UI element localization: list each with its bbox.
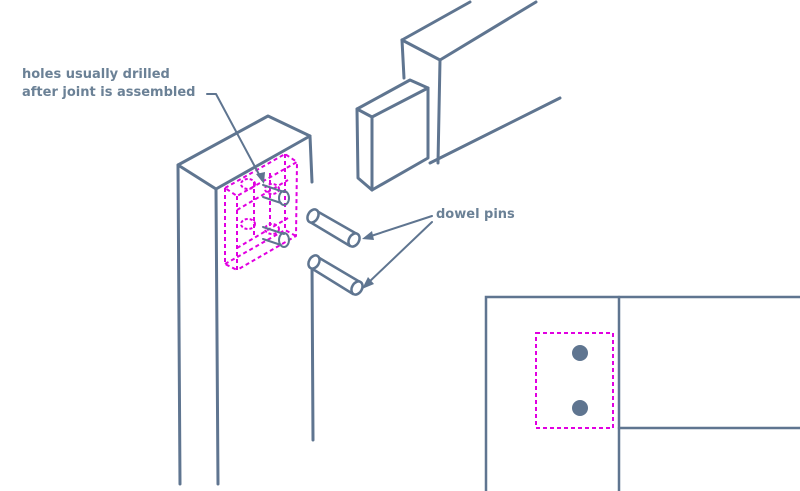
hole-lower-left bbox=[240, 218, 256, 230]
leader-lines bbox=[206, 93, 433, 284]
drilled-holes bbox=[240, 178, 280, 235]
hole-lower-right bbox=[264, 223, 280, 235]
hole-upper-right bbox=[264, 183, 280, 195]
dowel-leader-lower bbox=[367, 221, 433, 284]
dowel-pin-lower bbox=[307, 254, 364, 296]
tenon bbox=[355, 78, 430, 192]
dowel-leader-upper bbox=[367, 215, 433, 238]
dowel-pins-label: dowel pins bbox=[436, 207, 515, 222]
front-view bbox=[484, 295, 800, 491]
front-view-dowel-lower bbox=[572, 400, 588, 416]
hole-upper-left bbox=[240, 178, 256, 190]
holes-leader bbox=[206, 93, 263, 181]
dowel-pin-upper bbox=[306, 208, 361, 248]
leader-arrowheads bbox=[256, 172, 374, 289]
mortise-outline bbox=[224, 153, 298, 271]
front-view-mortise bbox=[535, 332, 614, 429]
arrowhead-dowel-upper bbox=[362, 231, 374, 240]
front-view-dowel-upper bbox=[572, 345, 588, 361]
vertical-post bbox=[176, 114, 315, 486]
arrowhead-holes bbox=[256, 172, 265, 184]
holes-label-line1: holes usually drilled bbox=[22, 67, 170, 82]
horizontal-rail bbox=[400, 0, 562, 165]
holes-label-line2: after joint is assembled bbox=[22, 85, 195, 100]
arrowhead-dowel-lower bbox=[362, 277, 374, 289]
hole-shafts bbox=[262, 184, 290, 248]
